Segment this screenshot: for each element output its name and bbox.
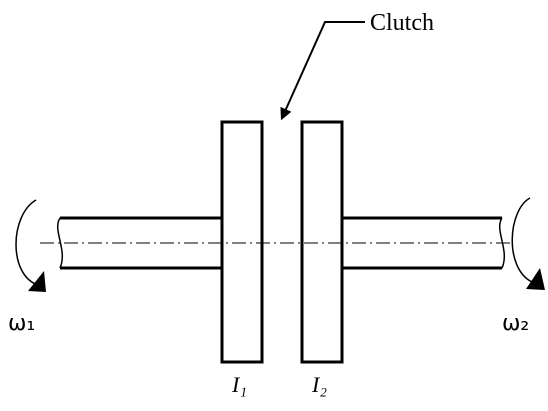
right-shaft: [342, 216, 505, 270]
omega-left-label: ω₁: [8, 311, 35, 336]
left-shaft: [57, 216, 222, 270]
omega-right-label: ω₂: [502, 311, 529, 336]
clutch-plate-right: [300, 120, 344, 364]
inertia-right-label: I₂: [311, 372, 327, 397]
clutch-plate-left: [220, 120, 264, 364]
clutch-pointer: [280, 21, 365, 121]
clutch-label: Clutch: [370, 10, 434, 36]
rotation-arrow-left: [15, 199, 46, 292]
rotation-arrow-right: [511, 197, 545, 290]
inertia-left-label: I₁: [231, 372, 247, 397]
